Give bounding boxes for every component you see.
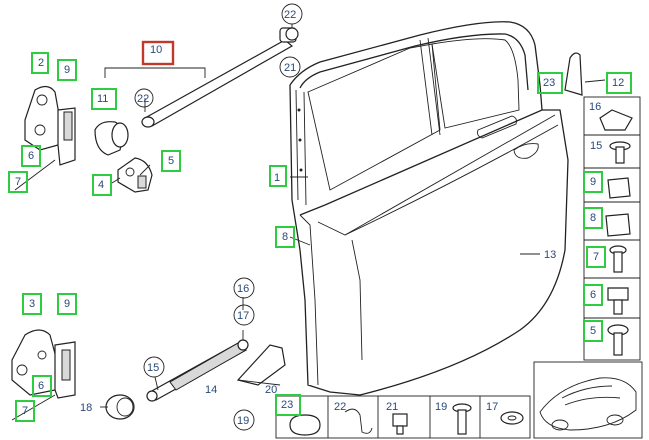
highlight-5[interactable] bbox=[161, 150, 181, 172]
callout-22-top: 22 bbox=[284, 9, 296, 21]
highlight-9-lower[interactable] bbox=[57, 293, 77, 315]
callout-15: 15 bbox=[147, 362, 159, 374]
highlight-6-panel[interactable] bbox=[583, 284, 603, 306]
callout-9-panel: 9 bbox=[590, 176, 596, 188]
callout-6-upper: 6 bbox=[28, 150, 34, 162]
highlight-1[interactable] bbox=[269, 165, 287, 187]
callout-18: 18 bbox=[80, 402, 92, 414]
rear-door-shell bbox=[289, 21, 569, 396]
callout-7-lower: 7 bbox=[22, 405, 28, 417]
callout-6-panel: 6 bbox=[590, 289, 596, 301]
callout-12: 12 bbox=[612, 77, 624, 89]
highlight-boxes bbox=[8, 40, 632, 422]
callout-23-strip: 23 bbox=[281, 399, 293, 411]
callout-3: 3 bbox=[29, 298, 35, 310]
rubber-boot-11 bbox=[94, 121, 129, 156]
bottom-parts-strip bbox=[275, 395, 531, 439]
stay-bracket-20 bbox=[236, 344, 286, 386]
car-thumbnail bbox=[533, 361, 643, 439]
highlight-8-panel[interactable] bbox=[583, 207, 603, 229]
highlight-3[interactable] bbox=[22, 293, 42, 315]
highlight-2[interactable] bbox=[31, 52, 49, 74]
highlight-12[interactable] bbox=[606, 72, 632, 94]
highlight-7-panel[interactable] bbox=[586, 246, 606, 268]
callout-2: 2 bbox=[38, 57, 44, 69]
grommet-18 bbox=[100, 394, 135, 420]
lower-hinge bbox=[11, 329, 76, 421]
callout-circles bbox=[134, 3, 303, 431]
callout-4: 4 bbox=[98, 179, 104, 191]
callout-23-top: 23 bbox=[543, 77, 555, 89]
highlight-6-upper[interactable] bbox=[21, 145, 41, 167]
callout-17-strip: 17 bbox=[486, 401, 498, 413]
highlight-23-top[interactable] bbox=[537, 72, 563, 94]
callout-5: 5 bbox=[168, 155, 174, 167]
callout-13: 13 bbox=[544, 249, 556, 261]
highlight-8-door[interactable] bbox=[275, 226, 295, 248]
highlight-7-lower[interactable] bbox=[15, 400, 35, 422]
highlight-7-upper[interactable] bbox=[8, 171, 28, 193]
callout-7-panel: 7 bbox=[593, 251, 599, 263]
upper-hinge bbox=[14, 85, 76, 191]
callout-21-strip: 21 bbox=[386, 401, 398, 413]
cover-12 bbox=[564, 52, 606, 96]
callout-5-panel: 5 bbox=[590, 325, 596, 337]
highlight-9-panel[interactable] bbox=[583, 171, 603, 193]
callout-8-door: 8 bbox=[282, 231, 288, 243]
callout-20: 20 bbox=[265, 384, 277, 396]
callout-21: 21 bbox=[284, 62, 296, 74]
callout-16-panel: 16 bbox=[589, 101, 601, 113]
group-bracket-10 bbox=[104, 67, 206, 78]
door-stay-14 bbox=[146, 339, 249, 402]
highlight-6-lower[interactable] bbox=[32, 375, 52, 397]
callout-19-strip: 19 bbox=[435, 401, 447, 413]
callout-22-strip: 22 bbox=[334, 401, 346, 413]
callout-19: 19 bbox=[237, 415, 249, 427]
callout-22-rod: 22 bbox=[137, 93, 149, 105]
highlight-11[interactable] bbox=[91, 88, 117, 110]
callout-11: 11 bbox=[97, 93, 108, 105]
highlight-10-selected[interactable] bbox=[141, 40, 175, 66]
leader-lines bbox=[111, 24, 540, 391]
callout-14: 14 bbox=[205, 384, 217, 396]
callout-15-panel: 15 bbox=[590, 140, 602, 152]
callout-6-lower: 6 bbox=[38, 380, 44, 392]
callout-1: 1 bbox=[274, 172, 280, 184]
callout-10: 10 bbox=[150, 44, 162, 56]
highlight-5-panel[interactable] bbox=[583, 320, 603, 342]
highlight-4[interactable] bbox=[92, 174, 112, 196]
callout-17: 17 bbox=[237, 310, 249, 322]
callout-7-upper: 7 bbox=[15, 176, 21, 188]
highlight-9-upper[interactable] bbox=[57, 59, 77, 81]
check-bracket-4 bbox=[117, 157, 153, 193]
callout-16: 16 bbox=[237, 283, 249, 295]
callout-8-panel: 8 bbox=[590, 212, 596, 224]
highlight-23-strip[interactable] bbox=[275, 394, 301, 416]
fasteners-panel bbox=[583, 96, 641, 361]
callout-9-lower: 9 bbox=[64, 298, 70, 310]
callout-9-upper: 9 bbox=[64, 64, 70, 76]
